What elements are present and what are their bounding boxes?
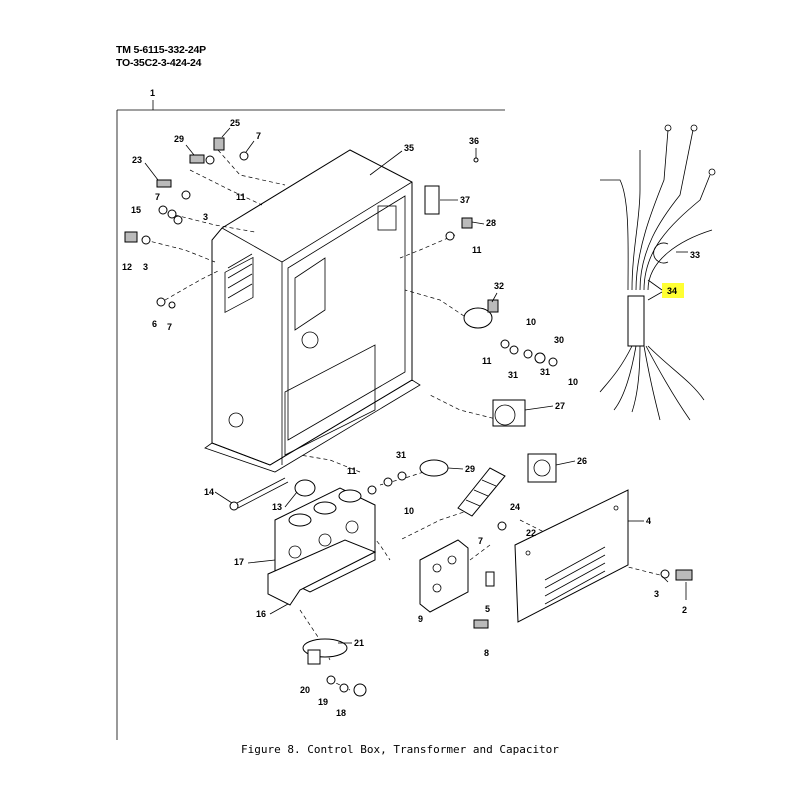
callout-14: 14: [204, 487, 214, 497]
callout-24: 24: [510, 502, 520, 512]
callout-31a: 31: [508, 370, 518, 380]
callout-3a: 3: [203, 212, 208, 222]
hardware-items: [124, 137, 479, 309]
callout-31b: 31: [540, 367, 550, 377]
callout-16: 16: [256, 609, 266, 619]
callout-18: 18: [336, 708, 346, 718]
callout-8: 8: [484, 648, 489, 658]
terminal-strip: [457, 467, 507, 531]
callout-12: 12: [122, 262, 132, 272]
callout-6: 6: [152, 319, 157, 329]
callout-4: 4: [646, 516, 651, 526]
cover-screw: [660, 569, 693, 581]
callout-labels: 1 25 29 7 23 11 7 15 3 12 3 6 7 35 36 37…: [122, 88, 700, 718]
callout-28: 28: [486, 218, 496, 228]
callout-1: 1: [150, 88, 155, 98]
callout-2: 2: [682, 605, 687, 615]
callout-35: 35: [404, 143, 414, 153]
callout-26: 26: [577, 456, 587, 466]
louvered-cover: [514, 489, 629, 623]
callout-7a: 7: [256, 131, 261, 141]
callout-3b: 3: [143, 262, 148, 272]
callout-15: 15: [131, 205, 141, 215]
callout-11b: 11: [472, 245, 482, 255]
callout-11c: 11: [482, 356, 492, 366]
callout-34: 34: [667, 286, 677, 296]
callout-34-highlight: [662, 283, 684, 298]
index-bracket: [116, 100, 505, 740]
callout-9: 9: [418, 614, 423, 624]
document-id-to: TO-35C2-3-424-24: [116, 57, 202, 69]
callout-25: 25: [230, 118, 240, 128]
wiring-harness: [599, 124, 716, 421]
callout-27: 27: [555, 401, 565, 411]
document-id-tm: TM 5-6115-332-24P: [116, 44, 206, 56]
leader-lines: [144, 127, 688, 644]
control-box-housing: [204, 149, 421, 473]
callout-37: 37: [460, 195, 470, 205]
callout-7b: 7: [155, 192, 160, 202]
callout-5: 5: [485, 604, 490, 614]
callout-23: 23: [132, 155, 142, 165]
callout-17: 17: [234, 557, 244, 567]
callout-33: 33: [690, 250, 700, 260]
callout-11a: 11: [236, 192, 246, 202]
callout-22: 22: [526, 528, 536, 538]
callout-30: 30: [554, 335, 564, 345]
rectifier-board: [419, 539, 495, 629]
callout-10c: 10: [404, 506, 414, 516]
switch-and-connectors: [367, 299, 558, 495]
callout-29a: 29: [174, 134, 184, 144]
callout-19: 19: [318, 697, 328, 707]
callout-3c: 3: [654, 589, 659, 599]
callout-7d: 7: [478, 536, 483, 546]
callout-10a: 10: [526, 317, 536, 327]
callout-20: 20: [300, 685, 310, 695]
callout-32: 32: [494, 281, 504, 291]
callout-13: 13: [272, 502, 282, 512]
callout-7c: 7: [167, 322, 172, 332]
callout-36: 36: [469, 136, 479, 146]
transformer: [267, 487, 377, 606]
figure-caption: Figure 8. Control Box, Transformer and C…: [241, 743, 559, 756]
capacitor-bracket: [302, 638, 367, 697]
capacitor: [229, 477, 316, 511]
callout-10b: 10: [568, 377, 578, 387]
callout-21: 21: [354, 638, 364, 648]
callout-29b: 29: [465, 464, 475, 474]
callout-11d: 11: [347, 466, 357, 476]
callout-51: 31: [396, 450, 406, 460]
